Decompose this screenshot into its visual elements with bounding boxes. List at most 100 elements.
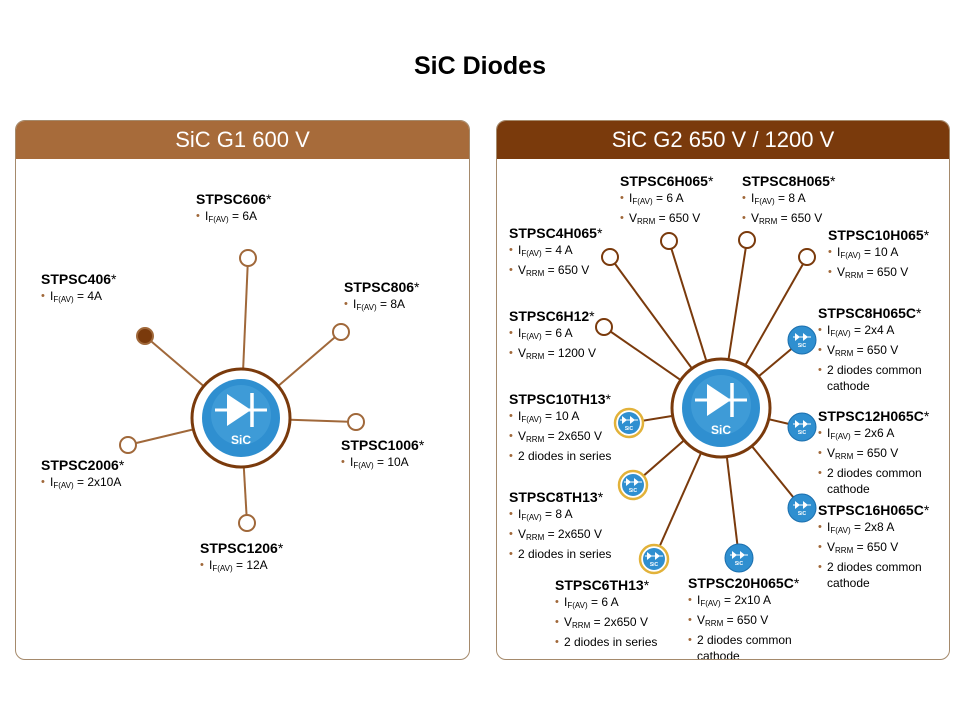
spec-list: IF(AV) = 6 AVRRM = 2x650 V2 diodes in se…: [555, 594, 657, 650]
spec-item: VRRM = 650 V: [818, 539, 943, 559]
spec-list: IF(AV) = 6A: [196, 208, 272, 228]
g2-hub-disc: [682, 369, 760, 447]
spec-list: IF(AV) = 10 AVRRM = 2x650 V2 diodes in s…: [509, 408, 611, 464]
part-block-stpsc4h065: STPSC4H065*IF(AV) = 4 AVRRM = 650 V: [509, 225, 602, 282]
spec-item: IF(AV) = 2x6 A: [818, 425, 943, 445]
part-number: STPSC1006*: [341, 437, 425, 453]
spec-item: VRRM = 650 V: [509, 262, 602, 282]
spec-item: IF(AV) = 6 A: [620, 190, 713, 210]
part-block-stpsc606: STPSC606*IF(AV) = 6A: [196, 191, 272, 228]
diode-icon: [695, 383, 747, 417]
part-block-stpsc16h065c: STPSC16H065C*IF(AV) = 2x8 AVRRM = 650 V2…: [818, 502, 943, 591]
part-number: STPSC4H065*: [509, 225, 603, 241]
spec-item: VRRM = 650 V: [688, 612, 813, 632]
part-number: STPSC806*: [344, 279, 420, 295]
diode-icon: [215, 393, 267, 427]
spec-list: IF(AV) = 4A: [41, 288, 117, 308]
spec-item: 2 diodes in series: [509, 448, 611, 464]
node-dot: [239, 249, 257, 267]
spec-item: IF(AV) = 4 A: [509, 242, 602, 262]
part-block-stpsc8th13: STPSC8TH13*IF(AV) = 8 AVRRM = 2x650 V2 d…: [509, 489, 611, 562]
part-number: STPSC16H065C*: [818, 502, 930, 518]
g1-hub-label: SiC: [231, 433, 251, 447]
part-block-stpsc2006: STPSC2006*IF(AV) = 2x10A: [41, 457, 124, 494]
part-number: STPSC6H12*: [509, 308, 595, 324]
part-block-stpsc1006: STPSC1006*IF(AV) = 10A: [341, 437, 424, 474]
g1-hub-disc: [202, 379, 280, 457]
part-block-stpsc1206: STPSC1206*IF(AV) = 12A: [200, 540, 283, 577]
spec-item: IF(AV) = 12A: [200, 557, 283, 577]
svg-text:SiC: SiC: [650, 562, 659, 568]
part-block-stpsc406: STPSC406*IF(AV) = 4A: [41, 271, 117, 308]
spec-item: IF(AV) = 2x10A: [41, 474, 124, 494]
svg-text:SiC: SiC: [629, 488, 638, 494]
spec-item: VRRM = 2x650 V: [555, 614, 657, 634]
part-number: STPSC8H065*: [742, 173, 836, 189]
spec-item: 2 diodes common cathode: [688, 632, 813, 659]
node-dot: [601, 248, 619, 266]
panel-sic-g2: SiC G2 650 V / 1200 V SiC SiC SiC SiC SiC SiC…: [496, 120, 950, 660]
g1-diagram: SiC: [119, 249, 365, 532]
series-diode-icon: SiC: [617, 469, 649, 501]
spec-item: IF(AV) = 6 A: [509, 325, 596, 345]
node-dot: [119, 436, 137, 454]
spec-item: 2 diodes common cathode: [818, 465, 943, 497]
spec-list: IF(AV) = 2x8 AVRRM = 650 V2 diodes commo…: [818, 519, 943, 591]
spec-item: VRRM = 650 V: [620, 210, 713, 230]
part-block-stpsc8h065: STPSC8H065*IF(AV) = 8 AVRRM = 650 V: [742, 173, 835, 230]
part-block-stpsc6th13: STPSC6TH13*IF(AV) = 6 AVRRM = 2x650 V2 d…: [555, 577, 657, 650]
spec-list: IF(AV) = 12A: [200, 557, 283, 577]
svg-text:SiC: SiC: [798, 511, 807, 517]
spec-list: IF(AV) = 2x10A: [41, 474, 124, 494]
part-number: STPSC406*: [41, 271, 117, 287]
common-cathode-diode-icon: SiC: [787, 412, 817, 442]
spec-list: IF(AV) = 8 AVRRM = 2x650 V2 diodes in se…: [509, 506, 611, 562]
panel-header-g2: SiC G2 650 V / 1200 V: [497, 121, 949, 159]
spec-list: IF(AV) = 2x10 AVRRM = 650 V2 diodes comm…: [688, 592, 813, 659]
spec-item: 2 diodes in series: [509, 546, 611, 562]
part-number: STPSC606*: [196, 191, 272, 207]
spec-item: VRRM = 2x650 V: [509, 428, 611, 448]
spec-item: IF(AV) = 10 A: [828, 244, 929, 264]
series-diode-icon: SiC: [613, 407, 645, 439]
spec-item: 2 diodes in series: [555, 634, 657, 650]
part-number: STPSC2006*: [41, 457, 125, 473]
g2-hub: SiC: [670, 357, 772, 459]
panel-sic-g1: SiC G1 600 V SiC STPSC606*IF(AV) = 6ASTP…: [15, 120, 470, 660]
common-cathode-diode-icon: SiC: [787, 325, 817, 355]
spec-list: IF(AV) = 2x6 AVRRM = 650 V2 diodes commo…: [818, 425, 943, 497]
svg-text:SiC: SiC: [735, 561, 744, 567]
spec-item: IF(AV) = 2x10 A: [688, 592, 813, 612]
spec-item: IF(AV) = 6A: [196, 208, 272, 228]
part-block-stpsc806: STPSC806*IF(AV) = 8A: [344, 279, 420, 316]
svg-text:SiC: SiC: [798, 430, 807, 436]
part-block-stpsc10th13: STPSC10TH13*IF(AV) = 10 AVRRM = 2x650 V2…: [509, 391, 611, 464]
common-cathode-diode-icon: SiC: [787, 493, 817, 523]
node-dot: [595, 318, 613, 336]
part-block-stpsc8h065c: STPSC8H065C*IF(AV) = 2x4 AVRRM = 650 V2 …: [818, 305, 943, 394]
series-diode-icon: SiC: [638, 543, 670, 575]
spec-item: VRRM = 2x650 V: [509, 526, 611, 546]
spec-list: IF(AV) = 4 AVRRM = 650 V: [509, 242, 602, 282]
spec-item: IF(AV) = 8A: [344, 296, 420, 316]
spec-item: IF(AV) = 4A: [41, 288, 117, 308]
spec-item: 2 diodes common cathode: [818, 559, 943, 591]
spec-list: IF(AV) = 2x4 AVRRM = 650 V2 diodes commo…: [818, 322, 943, 394]
g1-hub: SiC: [190, 367, 292, 469]
spec-list: IF(AV) = 10A: [341, 454, 424, 474]
node-dot: [238, 514, 256, 532]
node-dot: [332, 323, 350, 341]
spec-item: IF(AV) = 8 A: [742, 190, 835, 210]
spec-item: IF(AV) = 10A: [341, 454, 424, 474]
part-number: STPSC20H065C*: [688, 575, 800, 591]
node-dot: [738, 231, 756, 249]
spec-item: VRRM = 650 V: [818, 342, 943, 362]
part-number: STPSC10H065*: [828, 227, 930, 243]
spec-item: IF(AV) = 6 A: [555, 594, 657, 614]
spec-item: VRRM = 650 V: [818, 445, 943, 465]
spec-list: IF(AV) = 6 AVRRM = 650 V: [620, 190, 713, 230]
spec-list: IF(AV) = 8 AVRRM = 650 V: [742, 190, 835, 230]
spec-list: IF(AV) = 8A: [344, 296, 420, 316]
part-block-stpsc10h065: STPSC10H065*IF(AV) = 10 AVRRM = 650 V: [828, 227, 929, 284]
part-number: STPSC10TH13*: [509, 391, 611, 407]
